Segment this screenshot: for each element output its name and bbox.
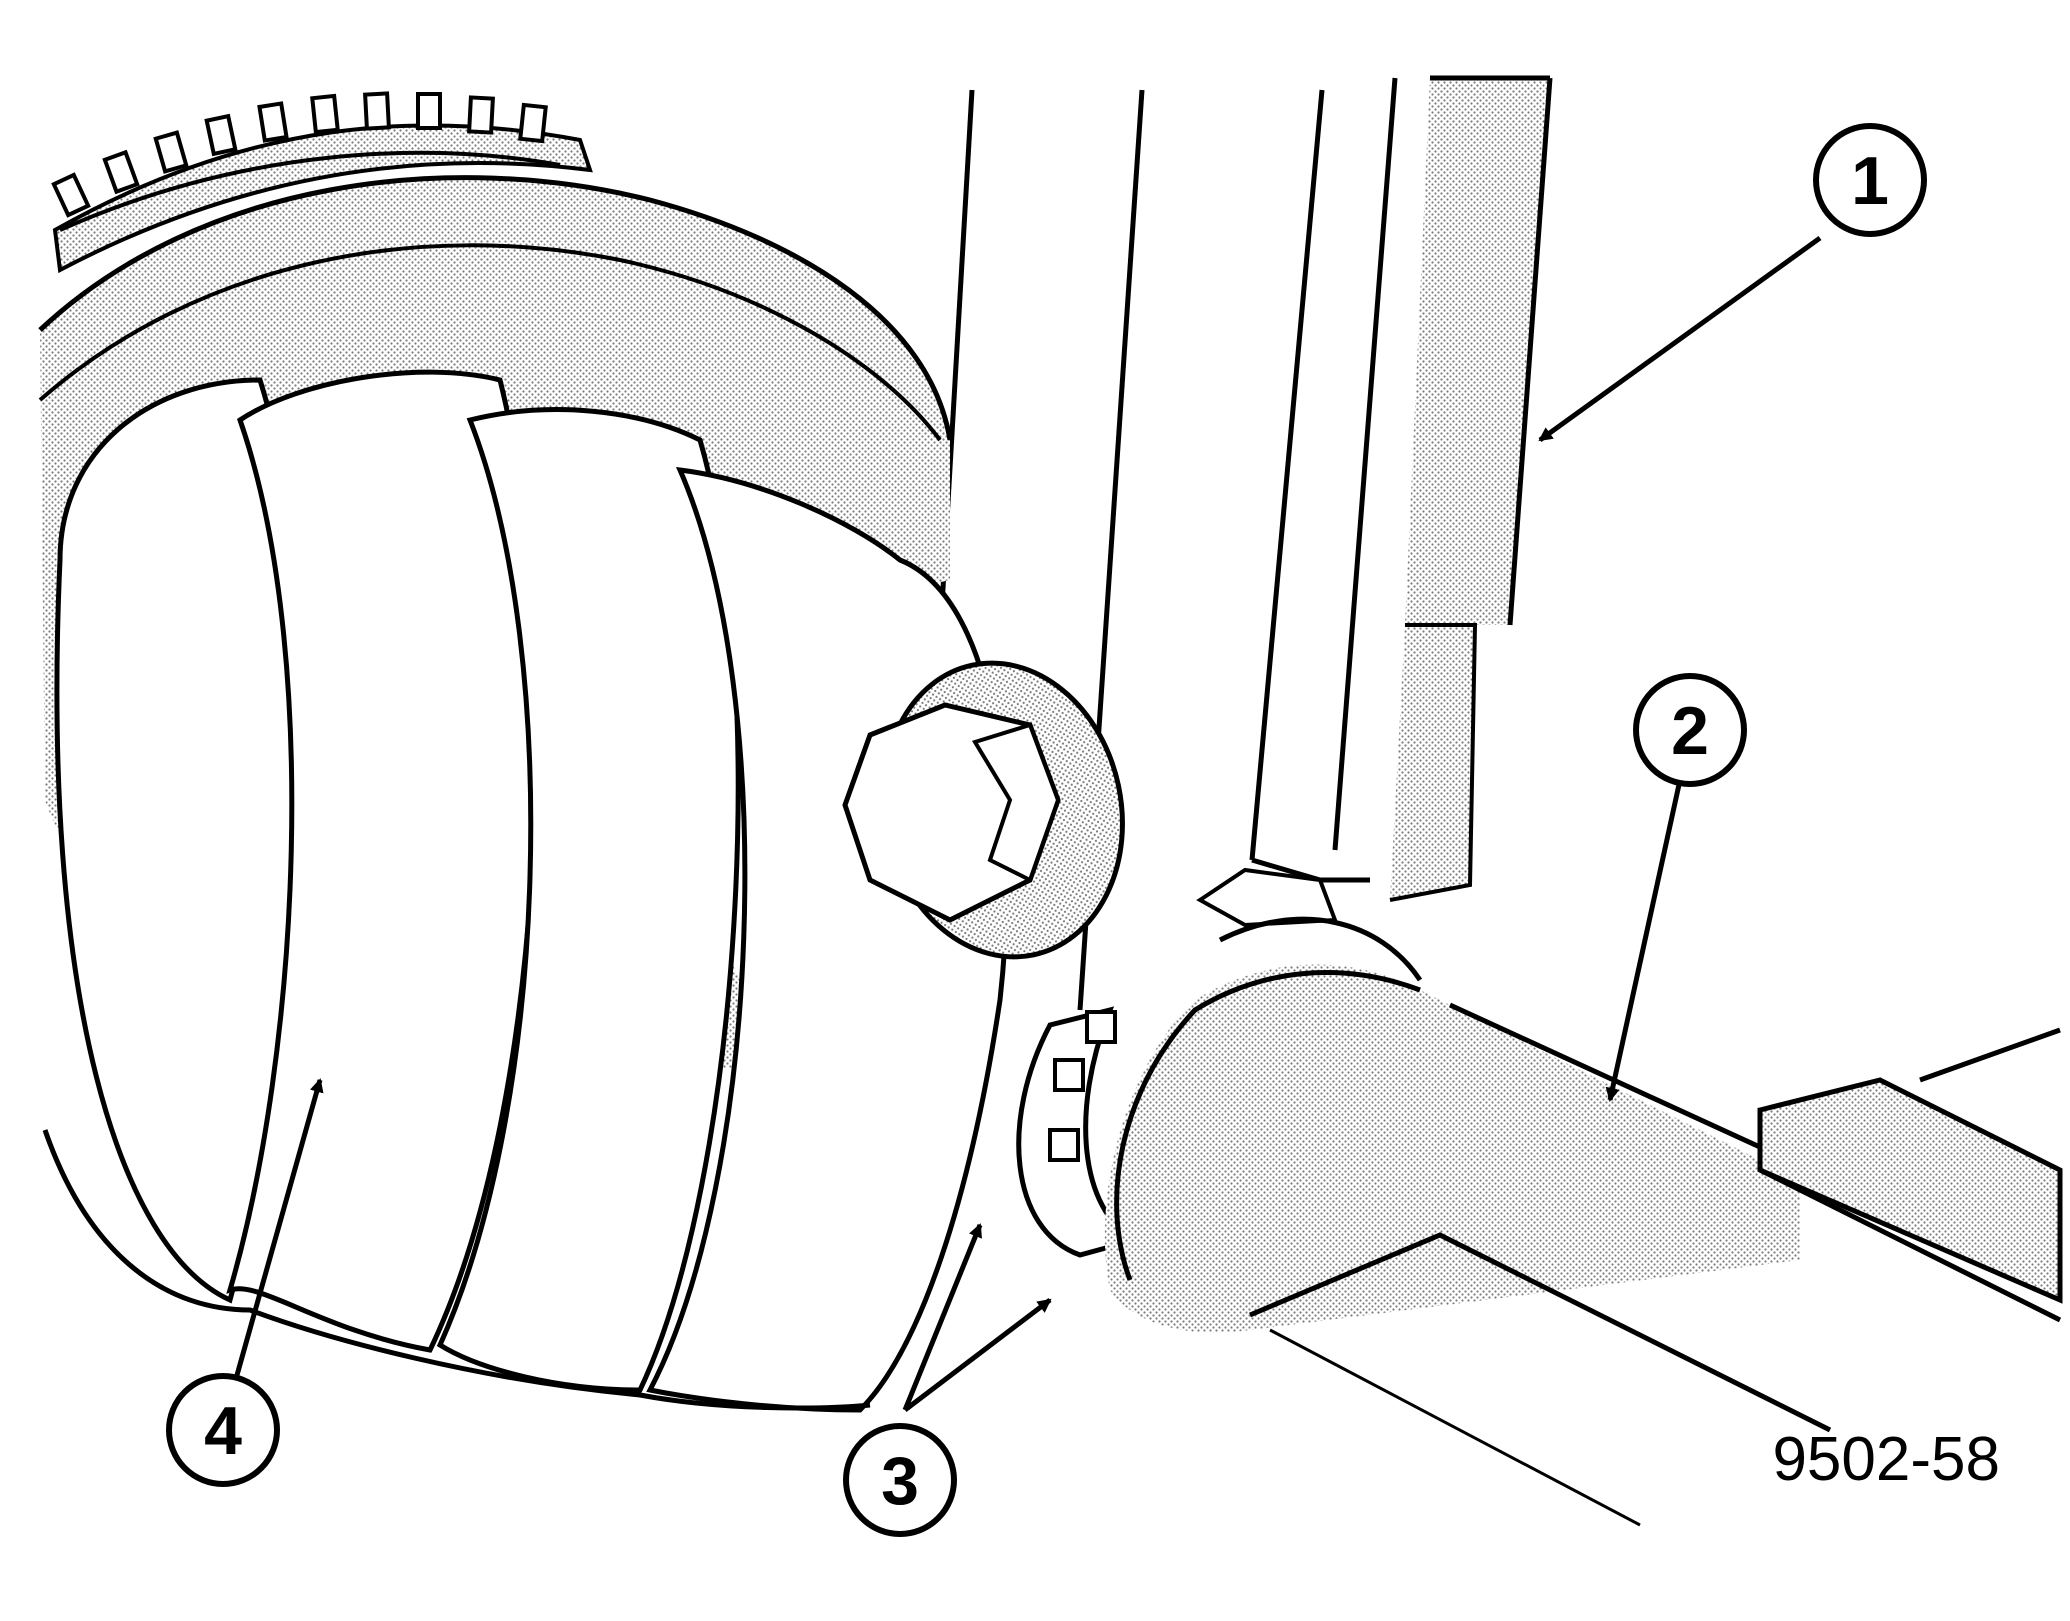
figure-id: 9502-58: [1772, 1425, 2000, 1494]
callout-1: 1: [1813, 123, 1927, 237]
callout-2: 2: [1633, 673, 1747, 787]
tone-ring-gear: [51, 91, 593, 274]
cv-boot: [38, 150, 1010, 1413]
shaded-bracket-panel: [1389, 75, 1553, 902]
leader-lines: [227, 235, 1822, 1412]
control-arm-piece: [1757, 1027, 2063, 1323]
boot-clamp: [1016, 867, 1423, 1258]
drive-shaft: [1104, 964, 1832, 1527]
hub-nut: [842, 660, 1125, 960]
callout-3: 3: [843, 1423, 957, 1537]
callout-3-label: 3: [881, 1443, 919, 1519]
callout-4: 4: [166, 1373, 280, 1487]
callout-4-label: 4: [204, 1393, 242, 1469]
callout-1-label: 1: [1851, 143, 1889, 219]
callout-2-label: 2: [1671, 693, 1709, 769]
